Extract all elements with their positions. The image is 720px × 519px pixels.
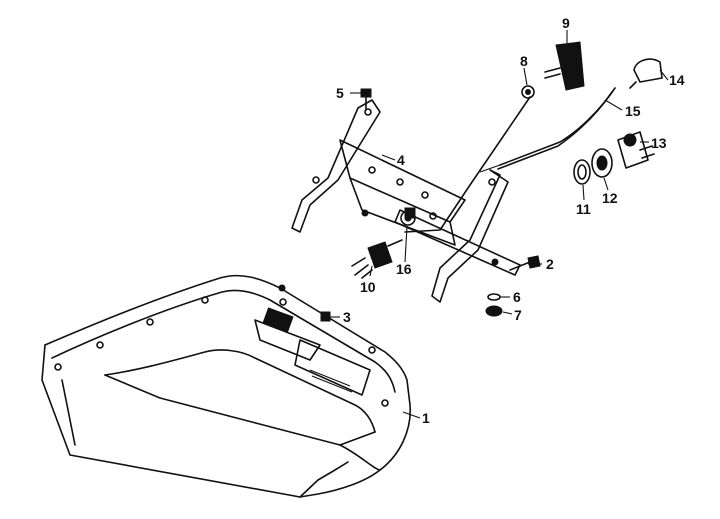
callout-3: 3 — [343, 309, 351, 325]
part-5-bolt — [360, 88, 372, 111]
part-14-socket — [629, 58, 663, 89]
callout-12: 12 — [602, 190, 618, 206]
callout-7: 7 — [514, 307, 522, 323]
callout-6: 6 — [513, 289, 521, 305]
part-9-connector — [544, 41, 585, 91]
part-2-bolt — [509, 255, 541, 271]
callout-15: 15 — [625, 103, 641, 119]
leader-lines — [330, 30, 669, 419]
callout-1: 1 — [422, 410, 430, 426]
part-11-gasket — [573, 159, 591, 185]
callout-14: 14 — [669, 72, 685, 88]
part-3-screw — [320, 311, 331, 322]
part-6-washer — [487, 293, 501, 301]
callout-16: 16 — [396, 261, 412, 277]
callout-labels: 1 2 3 4 5 6 7 8 9 10 11 12 13 14 15 16 — [336, 15, 685, 426]
callout-11: 11 — [576, 201, 591, 217]
callout-4: 4 — [397, 152, 405, 168]
part-16-grommet — [400, 210, 416, 226]
callout-2: 2 — [546, 256, 554, 272]
callout-5: 5 — [336, 85, 344, 101]
part-10-switch — [351, 239, 403, 279]
part-12-bezel — [591, 148, 613, 178]
part-8-nut — [521, 85, 535, 99]
part-4-bracket — [291, 99, 521, 303]
part-1-fender-shell — [41, 274, 411, 498]
part-13-lock — [617, 131, 655, 169]
part-7-nut — [485, 305, 503, 317]
callout-8: 8 — [520, 53, 528, 69]
callout-10: 10 — [360, 279, 376, 295]
callout-9: 9 — [562, 15, 570, 31]
callout-13: 13 — [651, 135, 667, 151]
wire-harness — [404, 87, 616, 233]
